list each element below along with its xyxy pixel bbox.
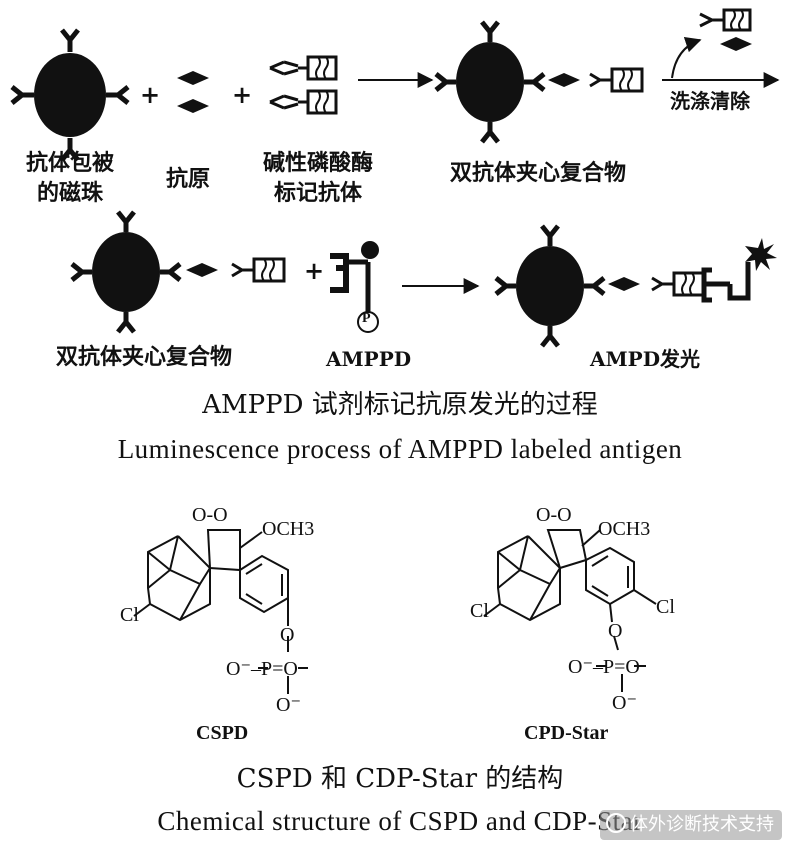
enzyme-labeled-antibodies — [269, 55, 338, 115]
amppd-label: AMPPD — [326, 347, 412, 371]
cdp-star-structure — [483, 529, 657, 692]
caption-2-english: Chemical structure of CSPD and CDP-Star — [157, 806, 643, 836]
antibody-coated-bead — [10, 28, 130, 162]
sandwich-complex-bead — [434, 20, 644, 144]
caption-2-chinese: CSPD 和 CDP-Star 的结构 — [236, 764, 564, 794]
curved-removal-arrow — [671, 36, 702, 79]
cspd-phosphate-label: O⁻–P=O — [226, 658, 298, 680]
cdp-och3-label: OCH3 — [598, 518, 651, 540]
cdp-o-minus-label: O⁻ — [612, 692, 637, 714]
cdp-dioxetane-label: O-O — [536, 504, 572, 526]
cdp-star-name: CPD-Star — [524, 722, 609, 744]
antigen-label: 抗原 — [166, 166, 211, 192]
removed-antigen — [720, 37, 752, 51]
plus-sign-2: + — [232, 80, 253, 109]
wash-label: 洗涤清除 — [670, 89, 750, 113]
antigen-diamonds — [177, 71, 209, 113]
cspd-name: CSPD — [196, 722, 249, 744]
cdp-o-label: O — [608, 620, 623, 642]
cdp-cl-label-2: Cl — [656, 596, 675, 618]
watermark-text: 体外诊断技术支持 — [630, 814, 774, 835]
light-burst-icon — [745, 238, 777, 271]
cdp-phosphate-label: O⁻–P=O — [568, 656, 640, 678]
plus-sign-3: + — [304, 256, 325, 285]
glowing-complex — [494, 224, 777, 348]
cspd-o-label: O — [280, 624, 295, 646]
sandwich-complex-bead-2 — [70, 210, 286, 334]
sandwich-complex-label-2: 双抗体夹心复合物 — [56, 344, 233, 370]
sandwich-complex-label: 双抗体夹心复合物 — [450, 160, 627, 186]
cdp-cl-label-1: Cl — [470, 600, 489, 622]
removed-antibody — [699, 8, 752, 32]
caption-1-chinese: AMPPD 试剂标记抗原发光的过程 — [202, 390, 598, 420]
amppd-glow-label: AMPD发光 — [590, 347, 701, 371]
wechat-icon — [606, 813, 626, 833]
cspd-dioxetane-label: O-O — [192, 504, 228, 526]
bead-label: 抗体包被 的磁珠 — [25, 150, 114, 206]
enzyme-antibody-label: 碱性磷酸酶 标记抗体 — [262, 150, 373, 206]
cspd-och3-label: OCH3 — [262, 518, 315, 540]
cspd-o-minus-label: O⁻ — [276, 694, 301, 716]
plus-sign-1: + — [140, 80, 161, 109]
cspd-cl-label: Cl — [120, 604, 139, 626]
phosphate-symbol: P — [362, 311, 371, 326]
watermark: 体外诊断技术支持 — [600, 810, 782, 840]
caption-1-english: Luminescence process of AMPPD labeled an… — [117, 434, 683, 464]
cspd-structure — [133, 529, 308, 694]
amppd-molecule — [330, 241, 379, 333]
